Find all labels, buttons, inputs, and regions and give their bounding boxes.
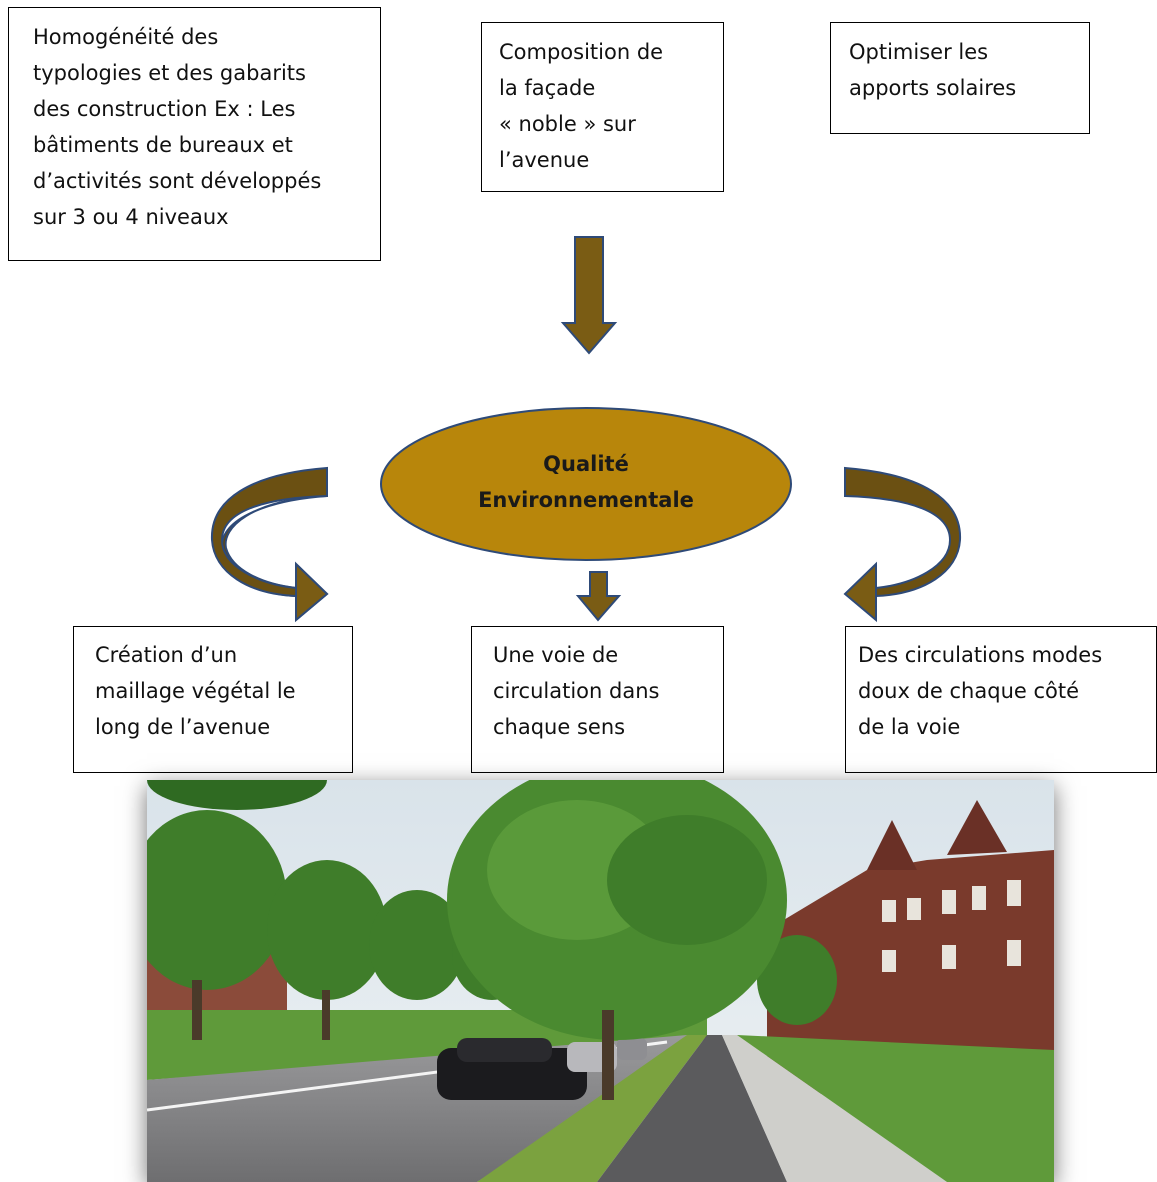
arrow-down-center <box>575 571 622 622</box>
box-facade: Composition de la façade « noble » sur l… <box>481 22 724 192</box>
curved-arrow-right-head <box>843 561 877 623</box>
arrow-down-top <box>560 236 618 355</box>
box-typologies-text: Homogénéité des typologies et des gabari… <box>33 25 322 229</box>
box-voie-text: Une voie de circulation dans chaque sens <box>493 643 660 739</box>
box-voie: Une voie de circulation dans chaque sens <box>471 626 724 773</box>
box-circulations-text: Des circulations modes doux de chaque cô… <box>858 643 1103 739</box>
box-maillage: Création d’un maillage végétal le long d… <box>73 626 353 773</box>
box-solaire: Optimiser les apports solaires <box>830 22 1090 134</box>
center-label-line2: Environnementale <box>478 488 694 512</box>
center-label-line1: Qualité <box>543 452 629 476</box>
street-avenue-photo <box>147 780 1054 1182</box>
center-ellipse <box>380 407 792 561</box>
curved-arrow-left-head <box>295 561 329 623</box>
box-maillage-text: Création d’un maillage végétal le long d… <box>95 643 296 739</box>
diagram-shapes <box>210 236 962 623</box>
box-typologies: Homogénéité des typologies et des gabari… <box>8 7 381 261</box>
box-solaire-text: Optimiser les apports solaires <box>849 40 1017 100</box>
box-circulations: Des circulations modes doux de chaque cô… <box>845 626 1157 773</box>
box-facade-text: Composition de la façade « noble » sur l… <box>499 40 664 172</box>
center-label: Qualité Environnementale <box>381 446 791 518</box>
